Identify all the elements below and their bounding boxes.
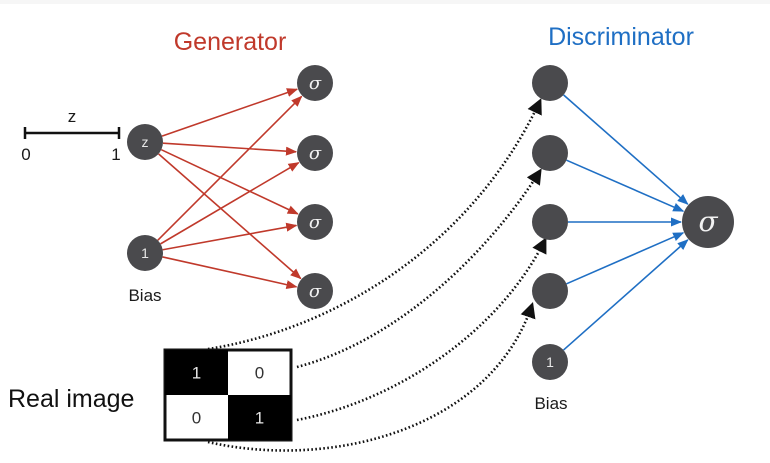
pixel-fill <box>167 397 226 438</box>
generator-output-node: σ <box>297 273 333 309</box>
generator-output-nodes: σ σ σ σ <box>297 65 333 309</box>
disc-bias-node-label: 1 <box>546 354 554 370</box>
discriminator-input-node <box>532 273 568 309</box>
pixel-value: 1 <box>192 364 201 383</box>
pixel-cell: 0 <box>230 352 289 393</box>
real-image-label: Real image <box>8 385 134 413</box>
generator-edge <box>160 148 299 215</box>
pixel-cell: 0 <box>167 397 226 438</box>
discriminator-edge <box>566 232 685 285</box>
discriminator-output-node: σ <box>682 196 734 248</box>
discriminator-edge <box>566 159 685 212</box>
generator-edge <box>162 142 298 156</box>
pixel-fill <box>165 350 228 395</box>
generator-input-node: z <box>127 124 163 160</box>
pixel-cell: 1 <box>165 350 228 395</box>
disc-bias-node-circle <box>532 344 568 380</box>
dotted-connection <box>296 237 547 422</box>
generator-output-node: σ <box>297 135 333 171</box>
dotted-connection <box>296 168 542 369</box>
top-strip <box>0 0 770 4</box>
scale-min-label: 0 <box>21 145 30 164</box>
pixel-value: 0 <box>255 364 264 383</box>
generator-edge <box>162 256 298 290</box>
sigma-symbol: σ <box>309 212 322 233</box>
discriminator-bias-node: 1 <box>532 344 568 380</box>
sigma-node-circle <box>297 204 333 240</box>
z-node-label: z <box>142 134 149 150</box>
dotted-connection <box>207 302 536 452</box>
discriminator-input-nodes <box>532 65 568 309</box>
real-image-connections <box>207 98 547 452</box>
generator-bias-caption: Bias <box>128 286 161 305</box>
sigma-node-circle <box>297 65 333 101</box>
z-node-circle <box>127 124 163 160</box>
discriminator-input-node <box>532 135 568 171</box>
generator-edge <box>157 95 303 241</box>
generator-edge <box>160 161 300 245</box>
disc-output-sigma: σ <box>698 205 718 238</box>
sigma-symbol: σ <box>309 143 322 164</box>
pixel-cell: 1 <box>228 395 291 440</box>
pixel-value: 1 <box>255 409 264 428</box>
generator-title: Generator <box>174 28 287 56</box>
sigma-symbol: σ <box>309 281 322 302</box>
generator-edge <box>162 222 298 251</box>
disc-output-circle <box>682 196 734 248</box>
real-image-grid: 1 0 0 1 <box>163 348 293 442</box>
discriminator-edge <box>562 94 689 205</box>
discriminator-edges <box>562 94 689 351</box>
pixel-value: 0 <box>192 409 201 428</box>
dotted-connection <box>207 98 542 351</box>
generator-edge <box>158 153 302 280</box>
z-scale-bar: z 0 1 <box>21 107 120 164</box>
discriminator-edge <box>562 239 689 351</box>
bias-node-label: 1 <box>141 245 149 261</box>
sigma-symbol: σ <box>309 73 322 94</box>
sigma-node-circle <box>297 273 333 309</box>
discriminator-input-node <box>532 204 568 240</box>
generator-bias-node: 1 <box>127 235 163 271</box>
scale-variable-label: z <box>68 107 77 126</box>
generator-edges <box>157 88 303 290</box>
generator-edge <box>161 88 299 137</box>
bias-node-circle <box>127 235 163 271</box>
generator-output-node: σ <box>297 204 333 240</box>
discriminator-input-node <box>532 65 568 101</box>
sigma-node-circle <box>297 135 333 171</box>
scale-max-label: 1 <box>111 145 120 164</box>
generator-output-node: σ <box>297 65 333 101</box>
pixel-fill <box>230 352 289 393</box>
discriminator-bias-caption: Bias <box>534 394 567 413</box>
discriminator-title: Discriminator <box>548 23 694 51</box>
pixel-fill <box>228 395 291 440</box>
